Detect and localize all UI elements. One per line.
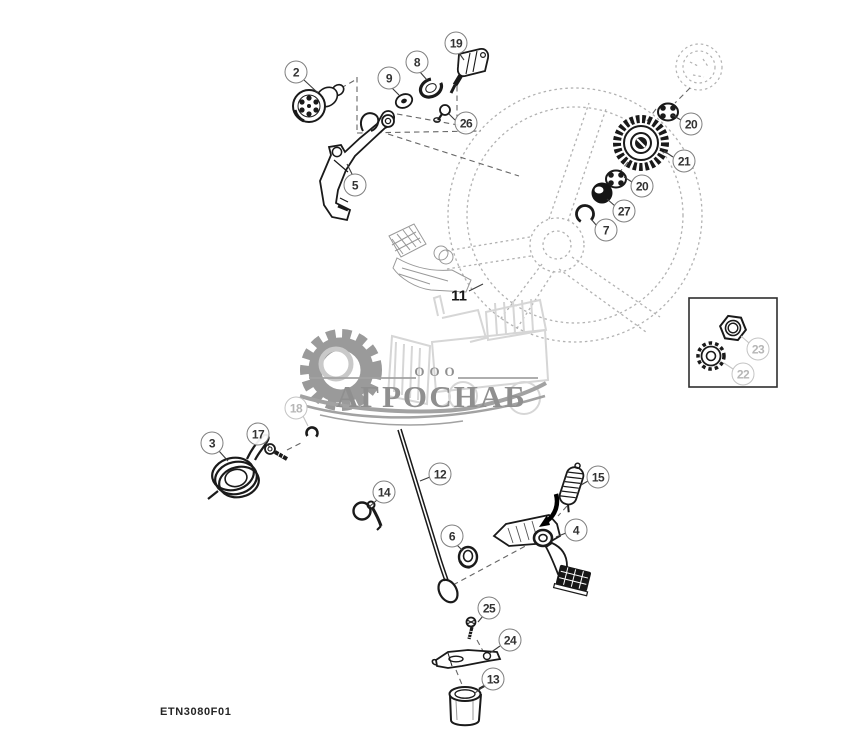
callout-21: 21 <box>672 149 696 173</box>
nut-part-20b <box>605 169 627 189</box>
steering-wheel-sketch <box>445 87 703 343</box>
switch-cylinder-part <box>448 684 487 727</box>
mount-bracket-part <box>319 110 396 222</box>
nut-part-20a <box>657 102 679 122</box>
callout-24: 24 <box>498 628 522 652</box>
rotation-arrow <box>545 493 560 523</box>
bulb-part <box>433 104 451 123</box>
switch-bracket-part <box>431 649 502 669</box>
callout-14: 14 <box>372 480 396 504</box>
snap-ring-part <box>575 204 595 224</box>
steering-column-sketch <box>388 223 472 293</box>
horn-gear-part <box>613 115 669 171</box>
callout-17: 17 <box>246 422 270 446</box>
callout-18: 18 <box>284 396 308 420</box>
watermark-org-name: АГРОСНАБ <box>336 379 527 414</box>
lock-washer-part <box>696 341 726 371</box>
callout-13: 13 <box>481 667 505 691</box>
parts-ink <box>207 47 778 727</box>
lynch-pin-part <box>352 500 383 531</box>
bolt-part <box>465 616 477 640</box>
hex-nut-part <box>718 314 748 342</box>
callout-23: 23 <box>746 337 770 361</box>
callout-7: 7 <box>594 218 618 242</box>
plain-label-11: 11 <box>451 287 467 305</box>
watermark-graphic <box>299 294 550 426</box>
brake-pedal-part <box>492 493 592 597</box>
callout-5: 5 <box>343 173 367 197</box>
callout-19: 19 <box>444 31 468 55</box>
cap-part <box>591 182 613 204</box>
callout-15: 15 <box>586 465 610 489</box>
callout-2: 2 <box>284 60 308 84</box>
callout-8: 8 <box>405 50 429 74</box>
key-part <box>449 47 490 94</box>
rotation-arrow-head <box>539 515 550 527</box>
callout-25: 25 <box>477 596 501 620</box>
callout-3: 3 <box>200 431 224 455</box>
hardware-box <box>688 297 778 388</box>
pedal-spring-part <box>558 462 585 513</box>
washer-part <box>394 93 414 109</box>
drawing-code: ETN3080F01 <box>160 706 232 718</box>
bushing-part <box>457 545 479 569</box>
bezel-nut-part <box>418 77 444 99</box>
e-clip-part <box>305 426 319 440</box>
screw-part <box>264 443 289 461</box>
ignition-switch-part <box>292 83 345 123</box>
callout-27: 27 <box>612 199 636 223</box>
callout-22: 22 <box>731 362 755 386</box>
dash-emblem-sketch <box>675 43 723 91</box>
callout-26: 26 <box>454 111 478 135</box>
control-rod-part <box>397 428 459 604</box>
callout-6: 6 <box>440 524 464 548</box>
callout-20a: 20 <box>679 112 703 136</box>
watermark-org-form: ООО <box>414 364 460 379</box>
callout-4: 4 <box>564 518 588 542</box>
callout-20b: 20 <box>630 174 654 198</box>
callout-9: 9 <box>377 66 401 90</box>
callout-12: 12 <box>428 462 452 486</box>
watermark-swoosh <box>299 377 547 426</box>
watermark-gear <box>300 329 382 411</box>
